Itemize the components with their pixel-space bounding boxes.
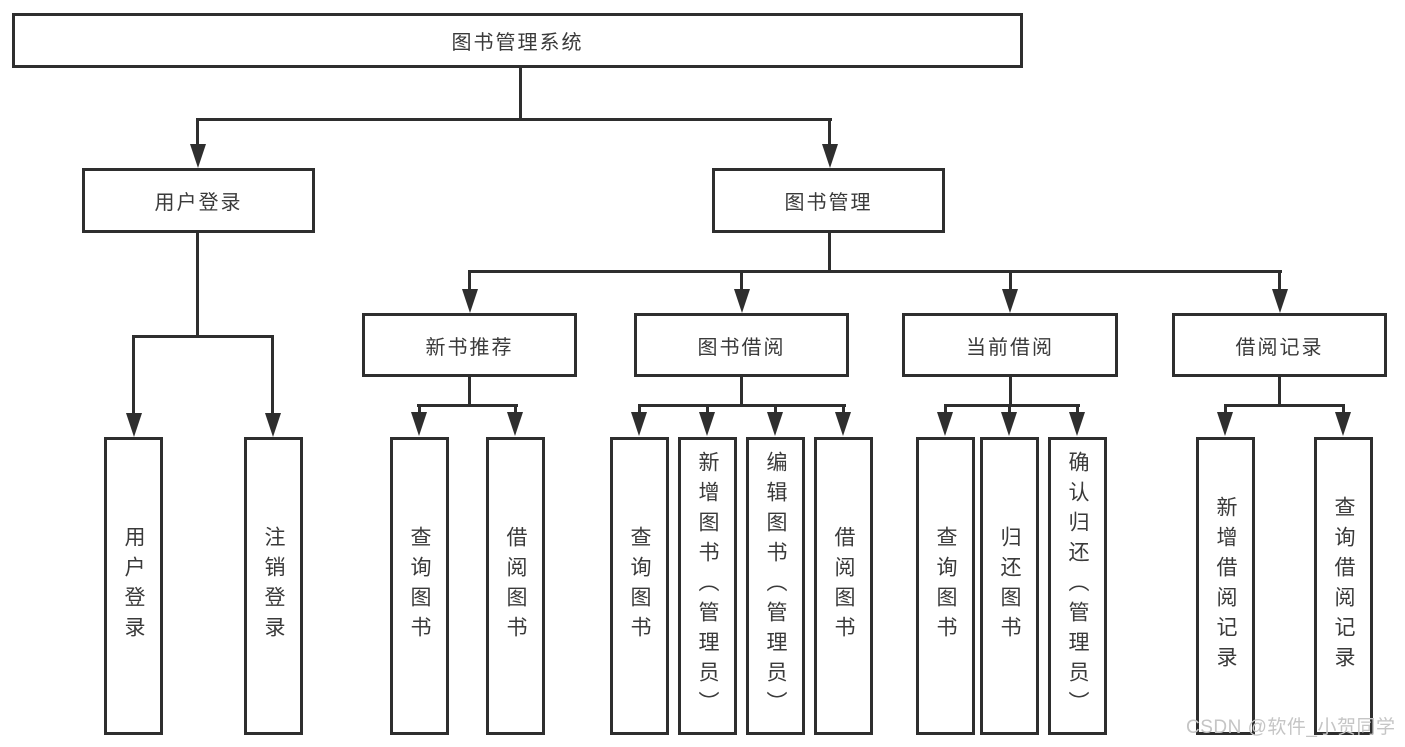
leaf-query-books-borrow-label: 查询图书 <box>628 526 651 646</box>
connector-leaf-shaft <box>842 404 845 416</box>
node-book-management-label: 图书管理 <box>784 192 873 214</box>
node-root: 图书管理系统 <box>12 13 1023 68</box>
arrow-down-icon <box>462 289 478 313</box>
leaf-edit-books-admin: 编辑图书（管理员） <box>746 437 805 735</box>
connector-leaf-shaft <box>638 404 641 416</box>
arrow-down-icon <box>631 412 647 436</box>
connector-leaf-shaft <box>706 404 709 416</box>
leaf-add-borrow-record-label: 新增借阅记录 <box>1214 496 1237 676</box>
arrow-down-icon <box>937 412 953 436</box>
leaf-borrow-books-recommend: 借阅图书 <box>486 437 545 735</box>
leaf-user-login-label: 用户登录 <box>122 526 145 646</box>
arrow-down-icon <box>734 289 750 313</box>
connector-leaf-shaft <box>418 404 421 416</box>
connector-book-mgmt-shaft <box>828 118 831 148</box>
connector-l3-shaft <box>740 270 743 292</box>
node-current-borrow: 当前借阅 <box>902 313 1118 377</box>
connector-leaf-shaft <box>271 335 274 415</box>
connector-leaf-shaft <box>1008 404 1011 416</box>
leaf-edit-books-admin-label: 编辑图书（管理员） <box>764 451 787 721</box>
arrow-down-icon <box>822 144 838 168</box>
arrow-down-icon <box>835 412 851 436</box>
connector-group-bus <box>638 404 846 407</box>
leaf-query-books-borrow: 查询图书 <box>610 437 669 735</box>
csdn-watermark: CSDN @软件_小贺同学 <box>1186 717 1396 738</box>
leaf-borrow-books-recommend-label: 借阅图书 <box>504 526 527 646</box>
arrow-down-icon <box>190 144 206 168</box>
leaf-query-books-recommend-label: 查询图书 <box>408 526 431 646</box>
node-book-borrow-label: 图书借阅 <box>697 336 786 359</box>
connector-level2-bus <box>468 270 1282 273</box>
connector-leaf-shaft <box>944 404 947 416</box>
arrow-down-icon <box>126 413 142 437</box>
connector-leaf-shaft <box>1224 404 1227 416</box>
connector-user-login-bus <box>132 335 274 338</box>
node-user-login: 用户登录 <box>82 168 315 233</box>
arrow-down-icon <box>1272 289 1288 313</box>
connector-root-stem <box>519 68 522 120</box>
leaf-query-borrow-record: 查询借阅记录 <box>1314 437 1373 735</box>
connector-leaf-shaft <box>132 335 135 415</box>
connector-group-stem <box>468 377 471 407</box>
connector-user-login-stem <box>196 233 199 338</box>
connector-l3-shaft <box>468 270 471 292</box>
leaf-confirm-return-admin-label: 确认归还（管理员） <box>1066 451 1089 721</box>
leaf-query-books-current: 查询图书 <box>916 437 975 735</box>
arrow-down-icon <box>699 412 715 436</box>
leaf-return-books: 归还图书 <box>980 437 1039 735</box>
node-book-borrow: 图书借阅 <box>634 313 849 377</box>
connector-user-login-shaft <box>196 118 199 148</box>
connector-leaf-shaft <box>1342 404 1345 416</box>
node-current-borrow-label: 当前借阅 <box>966 336 1054 359</box>
arrow-down-icon <box>411 412 427 436</box>
arrow-down-icon <box>1002 289 1018 313</box>
leaf-logout-label: 注销登录 <box>262 526 285 646</box>
leaf-add-books-admin: 新增图书（管理员） <box>678 437 737 735</box>
connector-group-bus <box>417 404 518 407</box>
connector-leaf-shaft <box>774 404 777 416</box>
arrow-down-icon <box>265 413 281 437</box>
connector-l3-shaft <box>1009 270 1012 292</box>
leaf-query-borrow-record-label: 查询借阅记录 <box>1332 496 1355 676</box>
connector-leaf-shaft <box>1076 404 1079 416</box>
connector-l3-shaft <box>1278 270 1281 292</box>
leaf-add-books-admin-label: 新增图书（管理员） <box>696 451 719 721</box>
leaf-return-books-label: 归还图书 <box>998 526 1021 646</box>
leaf-query-books-current-label: 查询图书 <box>934 526 957 646</box>
leaf-borrow-books-label: 借阅图书 <box>832 526 855 646</box>
arrow-down-icon <box>767 412 783 436</box>
node-book-management: 图书管理 <box>712 168 945 233</box>
connector-group-bus <box>944 404 1080 407</box>
connector-group-bus <box>1224 404 1345 407</box>
connector-group-stem <box>1009 377 1012 407</box>
node-new-book-recommend: 新书推荐 <box>362 313 577 377</box>
arrow-down-icon <box>1069 412 1085 436</box>
leaf-user-login: 用户登录 <box>104 437 163 735</box>
connector-group-stem <box>1278 377 1281 407</box>
node-new-book-recommend-label: 新书推荐 <box>425 336 514 359</box>
node-borrow-records-label: 借阅记录 <box>1235 336 1324 359</box>
connector-level1-bus <box>196 118 832 121</box>
arrow-down-icon <box>1217 412 1233 436</box>
connector-leaf-shaft <box>514 404 517 416</box>
leaf-add-borrow-record: 新增借阅记录 <box>1196 437 1255 735</box>
node-root-label: 图书管理系统 <box>451 32 584 54</box>
arrow-down-icon <box>1335 412 1351 436</box>
node-borrow-records: 借阅记录 <box>1172 313 1387 377</box>
leaf-confirm-return-admin: 确认归还（管理员） <box>1048 437 1107 735</box>
node-user-login-label: 用户登录 <box>154 192 243 214</box>
connector-book-mgmt-stem <box>828 233 831 273</box>
arrow-down-icon <box>507 412 523 436</box>
leaf-query-books-recommend: 查询图书 <box>390 437 449 735</box>
connector-group-stem <box>740 377 743 407</box>
leaf-logout: 注销登录 <box>244 437 303 735</box>
arrow-down-icon <box>1001 412 1017 436</box>
leaf-borrow-books: 借阅图书 <box>814 437 873 735</box>
